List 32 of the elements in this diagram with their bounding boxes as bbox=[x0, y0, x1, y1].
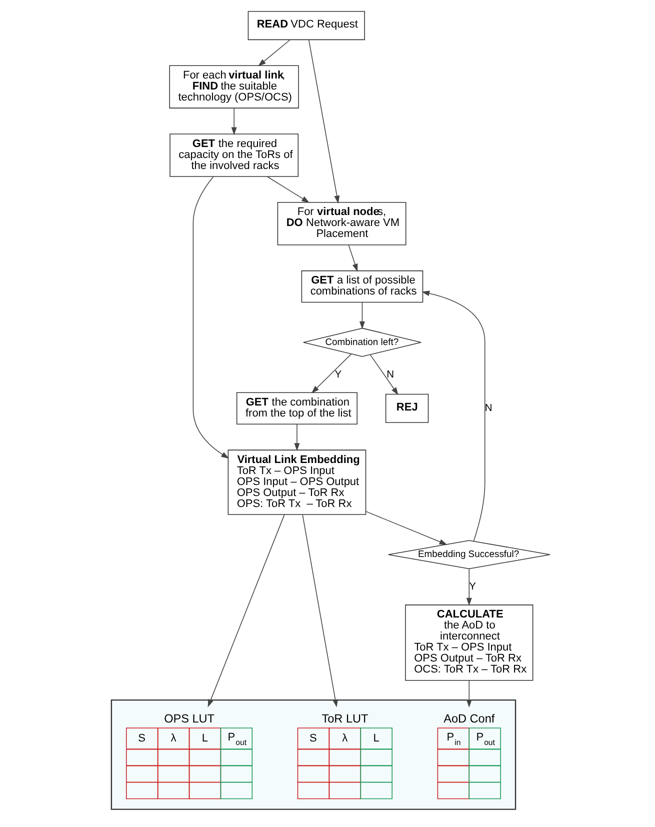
edge-label: N bbox=[484, 403, 492, 414]
arrow bbox=[370, 354, 398, 396]
node-label: AoD Conf bbox=[444, 712, 495, 726]
arrow bbox=[231, 108, 237, 136]
arrow bbox=[258, 39, 290, 66]
arrow bbox=[466, 568, 472, 606]
arrow bbox=[422, 290, 486, 542]
node-diamond: Combination left? bbox=[302, 328, 422, 357]
edge-label: N bbox=[386, 369, 394, 380]
arrow bbox=[266, 176, 310, 203]
node-box: READ VDC Request bbox=[248, 11, 365, 40]
arrow bbox=[359, 302, 365, 330]
arrow bbox=[208, 514, 285, 708]
node-box: Virtual Link Embedding ToR Tx – OPS Input OPS Input – OPS Output OPS Output – ToR Rx OPS: ToR Tx – ToR Rx bbox=[228, 450, 366, 515]
node-label: ToR LUT bbox=[322, 712, 368, 726]
arrow bbox=[192, 176, 230, 459]
node-label: OPS LUT bbox=[164, 712, 215, 726]
arrow bbox=[366, 511, 448, 545]
node-box: GET the combination from the top of the list bbox=[236, 392, 358, 424]
arrow bbox=[466, 680, 472, 708]
node-box: CALCULATE the AoD to interconnect ToR Tx – OPS Input OPS Output – ToR Rx OCS: ToR Tx – ToR Rx bbox=[405, 604, 534, 681]
arrow bbox=[308, 39, 340, 204]
node-box: For each virtual link, FIND the suitable technology (OPS/OCS) bbox=[169, 65, 299, 108]
arrow bbox=[294, 424, 300, 452]
node-box: GET the required capacity on the ToRs of the involved racks bbox=[170, 134, 299, 177]
edge-label: Y bbox=[334, 369, 342, 380]
edge-label: Y bbox=[469, 582, 476, 593]
arrow bbox=[348, 244, 358, 272]
node-box: GET a list of possible combinations of racks bbox=[301, 270, 424, 303]
node-box: REJ bbox=[385, 394, 429, 423]
arrow bbox=[302, 514, 338, 708]
arrow bbox=[311, 354, 352, 394]
